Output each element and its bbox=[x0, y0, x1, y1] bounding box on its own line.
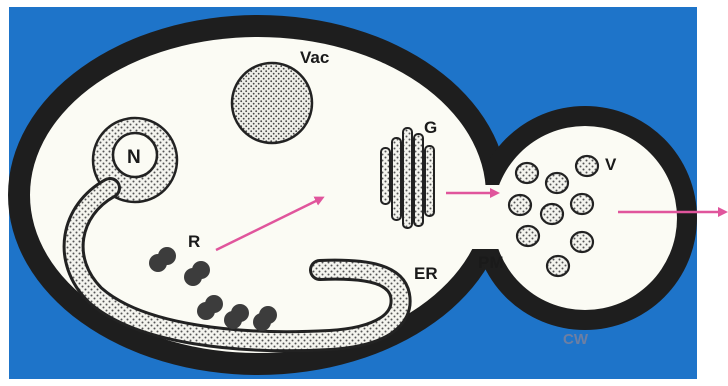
ribosomes-label: R bbox=[188, 232, 200, 251]
vesicles-label: V bbox=[605, 155, 617, 174]
vacuole-label: Vac bbox=[300, 48, 329, 67]
vacuole bbox=[232, 63, 312, 143]
er-label: ER bbox=[414, 264, 438, 283]
golgi-label: G bbox=[424, 118, 437, 137]
nucleus-label: N bbox=[127, 147, 141, 168]
cell-wall-label: CW bbox=[563, 331, 589, 348]
plasma-membrane-label: PM bbox=[478, 253, 504, 272]
